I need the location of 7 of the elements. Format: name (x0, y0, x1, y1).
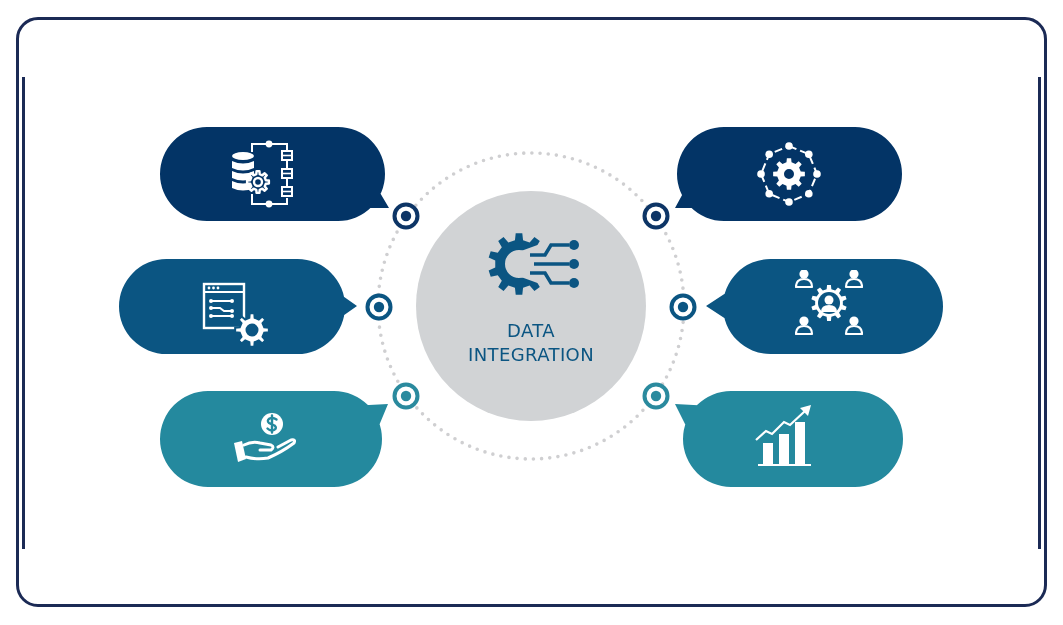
speech-bubble (675, 127, 902, 221)
speech-bubble (160, 391, 388, 487)
speech-bubble (706, 259, 943, 354)
hub-label: DATA INTEGRATION (467, 319, 595, 367)
speech-bubble (675, 391, 903, 487)
speech-bubble (160, 127, 389, 221)
speech-bubble (119, 259, 357, 354)
